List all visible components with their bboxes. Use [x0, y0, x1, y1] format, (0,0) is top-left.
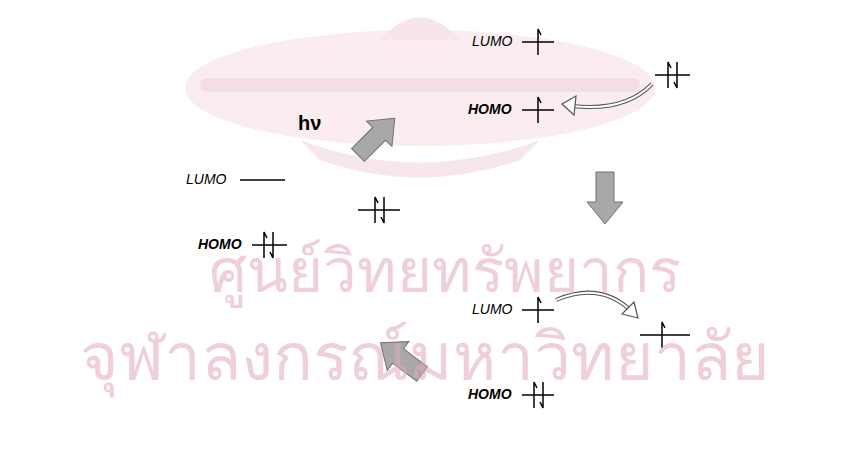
emblem-watermark: [185, 18, 655, 178]
orbital-label: HOMO: [468, 102, 512, 117]
watermark-text: ศูนย์วิทยทรัพยากร: [209, 238, 681, 304]
photon-label: hν: [298, 112, 321, 134]
orbital-label: LUMO: [472, 302, 512, 317]
orbital-label: LUMO: [186, 172, 226, 187]
watermark-text: จุฬาลงกรณ์มหาวิทยาลัย: [80, 322, 770, 395]
orbital-label: LUMO: [472, 34, 512, 49]
